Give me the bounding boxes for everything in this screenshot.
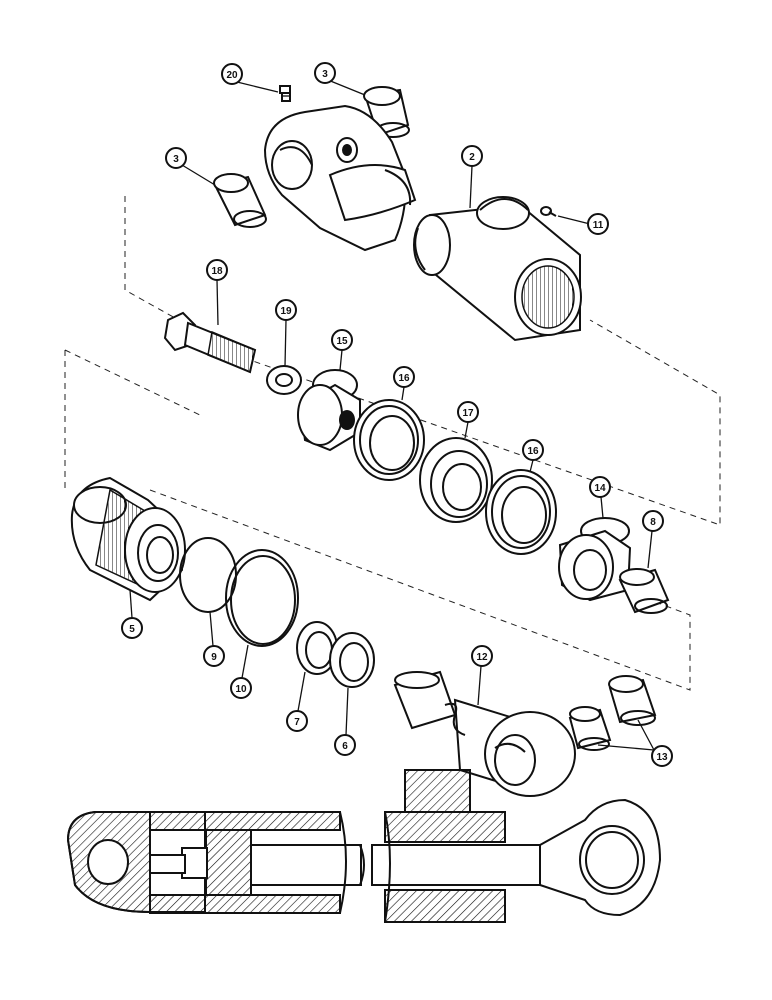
svg-text:9: 9: [211, 652, 217, 663]
callout-16-lower: 16: [522, 439, 544, 473]
svg-text:3: 3: [322, 69, 328, 80]
callout-16-upper: 16: [393, 366, 415, 401]
callout-8: 8: [642, 510, 664, 569]
svg-text:17: 17: [462, 408, 474, 419]
callout-18: 18: [206, 259, 228, 326]
svg-text:18: 18: [211, 266, 223, 277]
lower-dashed-boundary: [64, 349, 691, 691]
backup-ring-part: [225, 549, 299, 647]
callout-14: 14: [589, 476, 611, 519]
rod-bushing-right-part: [608, 675, 657, 726]
callout-13: 13: [597, 719, 673, 767]
bolt-part: [163, 311, 257, 374]
callout-3-left: 3: [165, 147, 216, 186]
svg-text:15: 15: [336, 336, 348, 347]
gland-head-part: [70, 476, 186, 602]
callout-10: 10: [230, 644, 252, 699]
svg-text:2: 2: [469, 152, 475, 163]
svg-text:7: 7: [294, 717, 300, 728]
rod-seal-part: [329, 632, 375, 688]
upper-dashed-boundary: [124, 196, 721, 526]
callout-12: 12: [471, 645, 493, 706]
piston-seal-upper-part: [353, 399, 425, 481]
piston-part: [419, 437, 493, 523]
callout-11: 11: [557, 213, 609, 235]
svg-text:13: 13: [656, 752, 668, 763]
bushing-small-part: [618, 568, 670, 614]
svg-text:11: 11: [593, 220, 604, 231]
bushing-left-part: [213, 173, 267, 228]
svg-text:8: 8: [650, 517, 656, 528]
callout-15: 15: [331, 329, 353, 371]
callout-2: 2: [461, 145, 483, 209]
guide-ring-part: [558, 517, 632, 602]
callout-20: 20: [221, 63, 279, 93]
washer-part: [266, 365, 302, 395]
cylinder-barrel-part: [413, 196, 582, 342]
svg-text:16: 16: [527, 446, 539, 457]
svg-text:6: 6: [342, 741, 348, 752]
piston-seal-lower-part: [485, 469, 557, 555]
assembled-section-view: [66, 769, 662, 923]
callout-9: 9: [203, 611, 225, 667]
svg-text:19: 19: [280, 306, 292, 317]
piston-rod-part: [393, 670, 576, 797]
svg-text:16: 16: [398, 373, 410, 384]
callout-17: 17: [457, 401, 479, 439]
svg-text:5: 5: [129, 624, 135, 635]
screw-part: [540, 206, 557, 217]
svg-text:10: 10: [235, 684, 247, 695]
rod-bushing-left-part: [568, 706, 612, 751]
svg-text:20: 20: [226, 70, 238, 81]
svg-text:3: 3: [173, 154, 179, 165]
svg-text:12: 12: [476, 652, 488, 663]
callout-6: 6: [334, 687, 356, 756]
callout-3-upper: 3: [314, 62, 366, 96]
o-ring-part: [179, 537, 237, 613]
piston-nut-part: [297, 369, 361, 452]
callout-19: 19: [275, 299, 297, 367]
grease-fitting-part: [279, 85, 291, 102]
callout-7: 7: [286, 671, 308, 732]
callout-5: 5: [121, 589, 143, 639]
cylinder-base-end-part: [263, 104, 417, 252]
svg-text:14: 14: [594, 483, 606, 494]
